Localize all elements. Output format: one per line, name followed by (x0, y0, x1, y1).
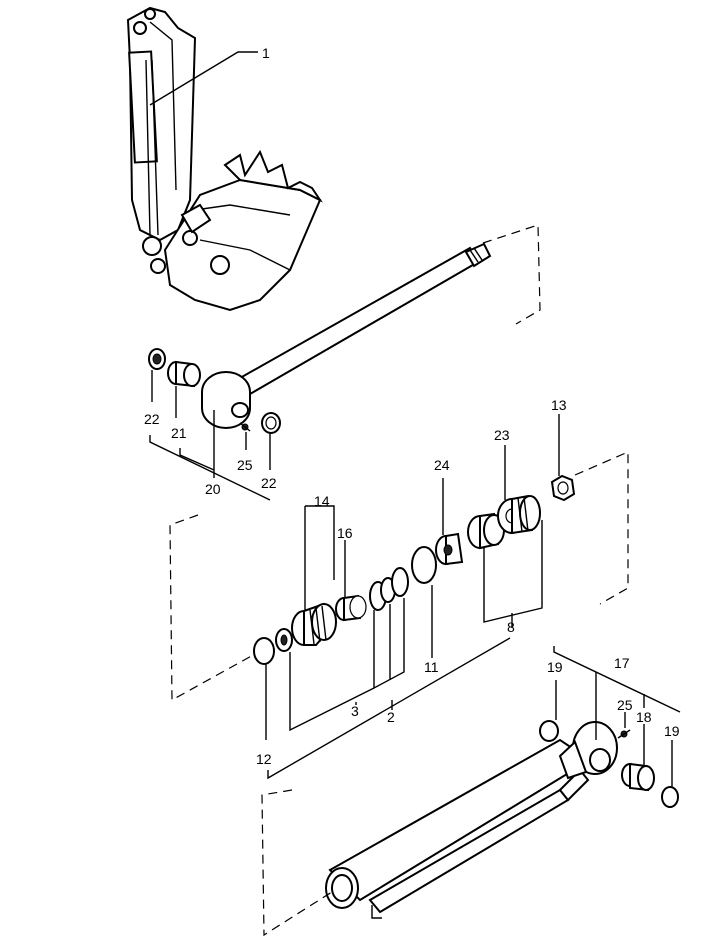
callout-19-left: 19 (547, 659, 563, 675)
arm-and-bucket-illustration (126, 6, 323, 312)
dashed-guides (169, 224, 629, 937)
callout-13: 13 (551, 397, 567, 413)
callout-19-right: 19 (664, 723, 680, 739)
callout-8: 8 (507, 619, 515, 635)
callout-16: 16 (337, 525, 353, 541)
callout-12: 12 (256, 751, 272, 767)
callout-17: 17 (614, 655, 630, 671)
callout-25-bottom: 25 (617, 697, 633, 713)
callout-22-right: 22 (261, 475, 277, 491)
callout-23: 23 (494, 427, 510, 443)
callout-14: 14 (314, 493, 330, 509)
callout-1: 1 (262, 45, 270, 61)
callout-21: 21 (171, 425, 187, 441)
callout-24: 24 (434, 457, 450, 473)
callout-18: 18 (636, 709, 652, 725)
callout-3: 3 (351, 703, 359, 719)
callout-2: 2 (387, 709, 395, 725)
callout-25-top: 25 (237, 457, 253, 473)
callout-11: 11 (424, 659, 439, 675)
callout-labels: 1 2 3 8 11 12 13 14 16 17 18 19 19 20 21… (144, 45, 680, 767)
callout-20: 20 (205, 481, 221, 497)
cylinder-tube (325, 720, 679, 919)
callout-22-left: 22 (144, 411, 160, 427)
piston-rod-assembly (148, 242, 492, 434)
piston-gland-components (253, 474, 576, 665)
leader-lines (149, 51, 681, 788)
